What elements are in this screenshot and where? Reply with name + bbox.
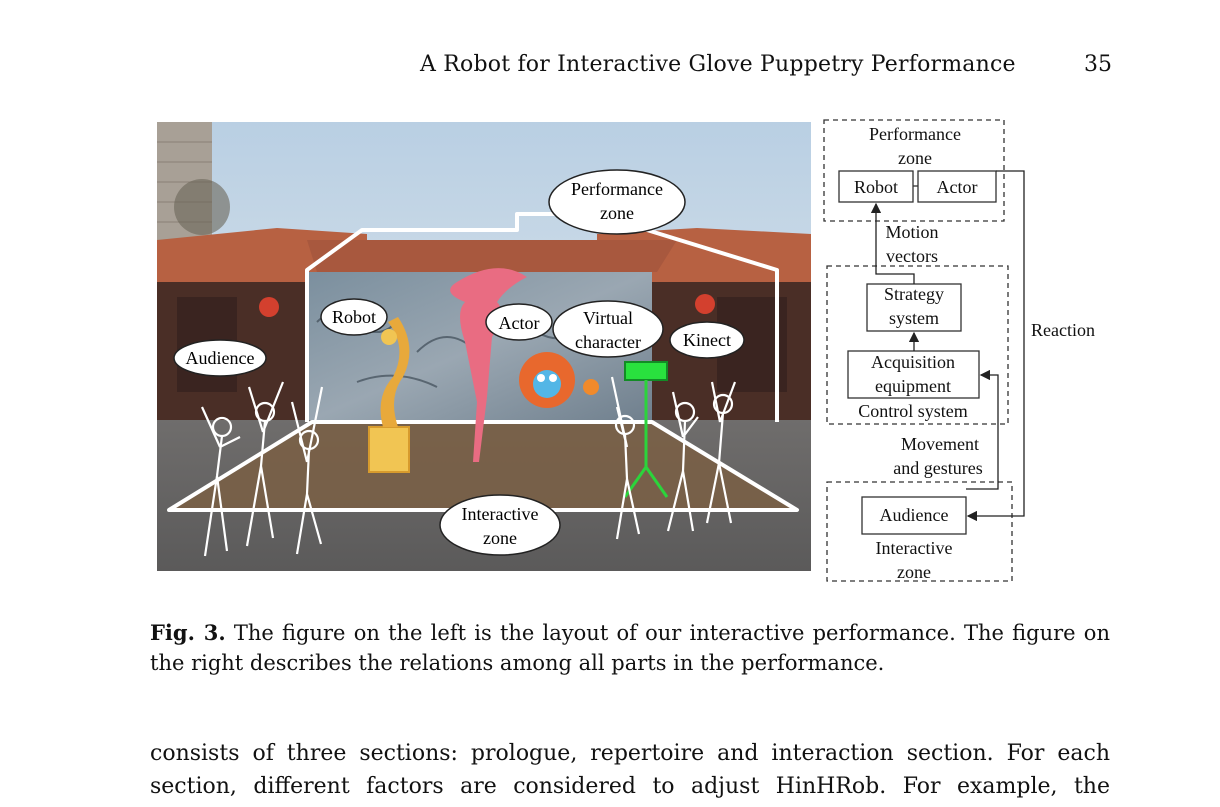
figure-caption: Fig. 3. The figure on the left is the la… — [150, 618, 1110, 678]
label-kinect: Kinect — [669, 321, 745, 359]
svg-text:vectors: vectors — [886, 246, 938, 266]
svg-text:Control system: Control system — [858, 401, 968, 421]
svg-text:system: system — [889, 308, 939, 328]
label-robot: Robot — [320, 298, 388, 336]
label-actor: Actor — [485, 303, 553, 341]
label-performance-zone: Performance zone — [548, 169, 686, 235]
svg-text:Robot: Robot — [332, 307, 376, 327]
robot-puppet — [368, 317, 410, 473]
svg-text:Actor: Actor — [937, 177, 978, 197]
svg-text:Robot: Robot — [854, 177, 898, 197]
control-system-boundary — [826, 265, 1009, 425]
svg-text:zone: zone — [600, 203, 634, 223]
svg-text:equipment: equipment — [875, 376, 951, 396]
body-line-1: consists of three sections: prologue, re… — [150, 741, 1110, 766]
svg-text:Motion: Motion — [885, 222, 938, 242]
svg-text:Performance: Performance — [869, 124, 961, 144]
body-paragraph: consists of three sections: prologue, re… — [150, 737, 1110, 803]
virtual-character — [519, 352, 575, 408]
body-line-2: section, different factors are considere… — [150, 774, 1110, 799]
audience-figures — [200, 376, 737, 557]
kinect-device — [623, 361, 669, 498]
label-interactive-zone: Interactive zone — [439, 494, 561, 556]
interactive-zone-boundary — [826, 481, 1013, 582]
label-audience: Audience — [173, 339, 267, 377]
performance-layout-photo: Performance zone Robot Actor Virtual cha… — [157, 122, 811, 571]
running-title: A Robot for Interactive Glove Puppetry P… — [420, 52, 1016, 77]
svg-text:Audience: Audience — [186, 348, 255, 368]
relations-diagram: Performance zone Robot Actor Motion vect… — [823, 119, 1095, 582]
svg-text:Audience: Audience — [880, 505, 949, 525]
figure-label: Fig. 3. — [150, 620, 226, 645]
svg-text:Kinect: Kinect — [683, 330, 731, 350]
svg-text:Interactive: Interactive — [462, 504, 539, 524]
svg-text:character: character — [575, 332, 641, 352]
svg-text:Virtual: Virtual — [583, 308, 633, 328]
actor-figure — [450, 268, 527, 462]
svg-text:Reaction: Reaction — [1031, 320, 1095, 340]
label-virtual-character: Virtual character — [552, 300, 664, 358]
svg-text:zone: zone — [897, 562, 931, 582]
svg-text:zone: zone — [898, 148, 932, 168]
performance-zone-boundary — [823, 119, 1005, 222]
svg-text:Movement: Movement — [901, 434, 979, 454]
svg-text:Acquisition: Acquisition — [871, 352, 955, 372]
svg-text:and gestures: and gestures — [893, 458, 982, 478]
svg-text:Interactive: Interactive — [876, 538, 953, 558]
svg-text:Strategy: Strategy — [884, 284, 944, 304]
page-number: 35 — [1084, 52, 1112, 77]
figure-caption-text: The figure on the left is the layout of … — [150, 621, 1110, 675]
svg-text:Actor: Actor — [499, 313, 540, 333]
svg-text:zone: zone — [483, 528, 517, 548]
audience-box — [861, 496, 967, 535]
svg-text:Performance: Performance — [571, 179, 663, 199]
